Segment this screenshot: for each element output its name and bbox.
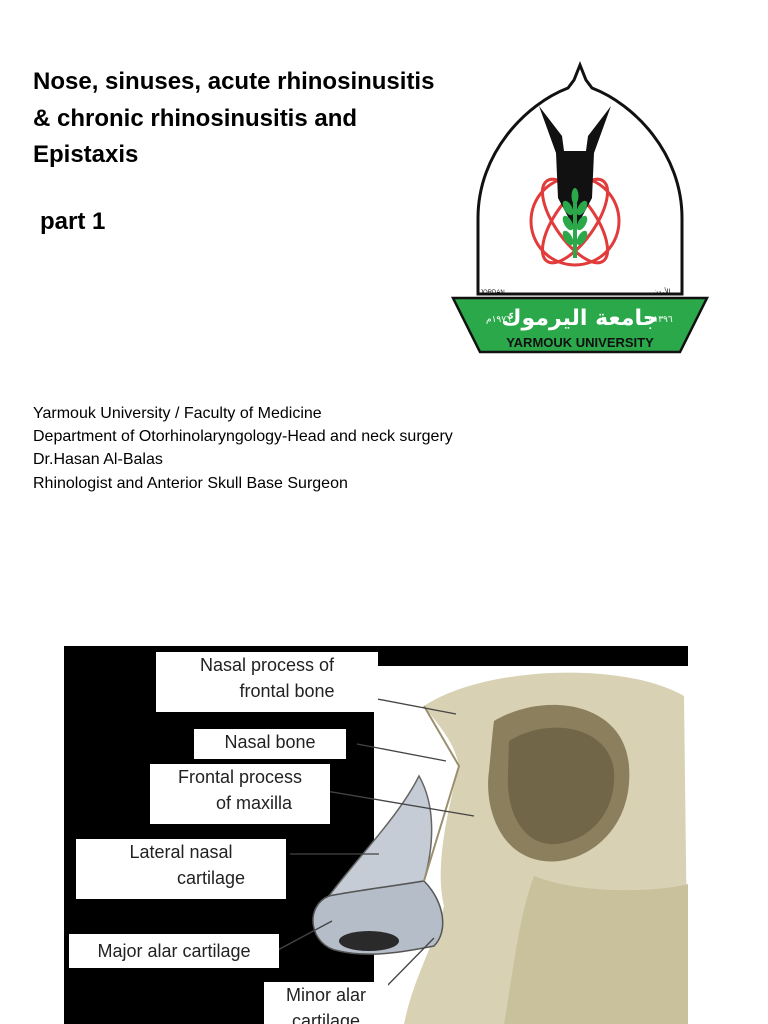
logo-year-right: ١٣٩٦هـ bbox=[645, 315, 673, 325]
crown-emblem-icon bbox=[539, 106, 611, 230]
label-nasal-bone: Nasal bone bbox=[194, 729, 346, 759]
title-line-1: Nose, sinuses, acute rhinosinusitis bbox=[33, 68, 435, 95]
info-line-1: Yarmouk University / Faculty of Medicine bbox=[33, 405, 322, 422]
label-frontal-process: Frontal process of maxilla bbox=[150, 764, 330, 824]
logo-country-en: JORDAN bbox=[480, 290, 505, 296]
label-minor-alar-cartilage: Minor alar cartilage bbox=[264, 982, 388, 1024]
label-major-alar-cartilage: Major alar cartilage bbox=[69, 934, 279, 968]
author-info: Yarmouk University / Faculty of Medicine… bbox=[33, 402, 453, 495]
yarmouk-university-logo: JORDAN الأردن ١٩٧٦م ١٣٩٦هـ جامعة اليرموك… bbox=[450, 60, 710, 354]
logo-year-left: ١٩٧٦م bbox=[486, 315, 511, 325]
nasal-anatomy-figure: Nasal process of frontal bone Nasal bone… bbox=[64, 646, 688, 1024]
title-line-2: & chronic rhinosinusitis and bbox=[33, 104, 358, 132]
title-line-3: Epistaxis bbox=[33, 141, 139, 168]
logo-banner bbox=[450, 296, 710, 354]
logo-english-name: YARMOUK UNIVERSITY bbox=[506, 335, 654, 350]
logo-arabic-name: جامعة اليرموك bbox=[501, 306, 658, 331]
info-line-4: Rhinologist and Anterior Skull Base Surg… bbox=[33, 474, 348, 492]
info-line-2: Department of Otorhinolaryngology-Head a… bbox=[33, 428, 453, 446]
slide-title: Nose, sinuses, acute rhinosinusitis & ch… bbox=[33, 64, 463, 174]
slide-part-label: part 1 bbox=[40, 208, 106, 235]
logo-country-ar: الأردن bbox=[653, 287, 671, 296]
label-lateral-nasal-cartilage: Lateral nasal cartilage bbox=[76, 839, 286, 899]
wheat-icon bbox=[562, 188, 588, 258]
info-line-3: Dr.Hasan Al-Balas bbox=[33, 451, 163, 469]
label-nasal-process: Nasal process of frontal bone bbox=[156, 652, 378, 712]
